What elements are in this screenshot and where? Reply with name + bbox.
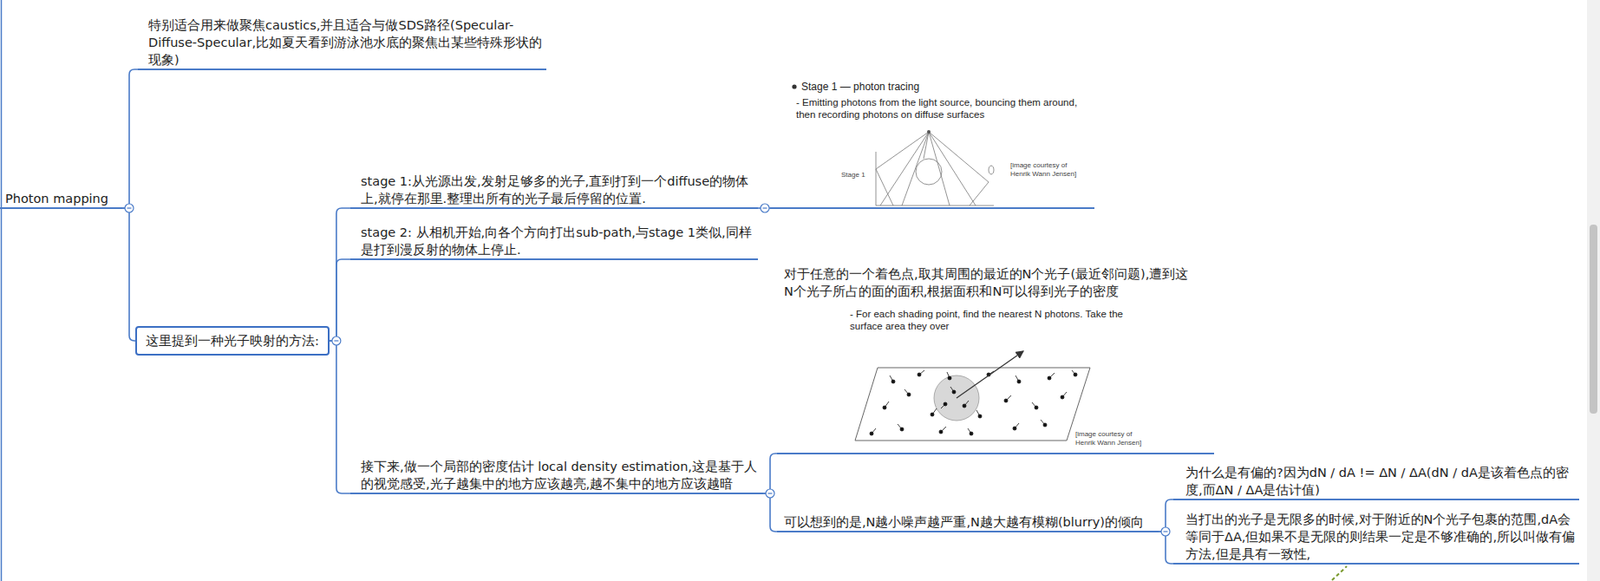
topic-text: 特别适合用来做聚焦caustics,并且适合与做SDS路径(Specular-D…: [148, 16, 547, 69]
photon-ray: [969, 182, 989, 206]
topic-text: 为什么是有偏的?因为dN / dA != ΔN / ΔA(dN / dA是该着色…: [1185, 463, 1580, 499]
branch-connector: [122, 208, 136, 341]
photon-ray: [875, 131, 929, 170]
photon-ray: [928, 131, 950, 206]
topic-node: 当打出的光子是无限多的时候,对于附近的N个光子包裹的范围,dA会等同于ΔA,但如…: [1173, 510, 1580, 565]
collapse-icon: [765, 489, 775, 498]
topic-text: 可以想到的是,N越小噪声越严重,N越大越有模糊(blurry)的倾向: [783, 513, 1159, 531]
normal-arrow: [956, 351, 1024, 399]
figure-text: Stage 1 — photon tracing: [801, 80, 1062, 94]
collapse-icon: [760, 203, 770, 213]
image-caption: Stage 1: [841, 170, 876, 180]
eye-symbol: [988, 165, 994, 175]
edge-line: [0, 0, 3, 581]
collapse-icon: [332, 336, 341, 346]
bullet-dot: [791, 84, 797, 89]
image-caption: [image courtesy of Henrik Wann Jensen]: [1010, 161, 1082, 179]
topic-text: stage 1:从光源出发,发射足够多的光子,直到打到一个diffuse的物体上…: [360, 172, 758, 208]
sphere: [915, 158, 942, 185]
photon-ray: [928, 131, 989, 183]
image-topic-node: Stage 1 — photon tracing - Emitting photo…: [770, 78, 1095, 209]
topic-text: stage 2: 从相机开始,向各个方向打出sub-path,与stage 1类…: [360, 223, 758, 259]
topic-node: 特别适合用来做聚焦caustics,并且适合与做SDS路径(Specular-D…: [137, 16, 547, 71]
relationship-line: [1332, 566, 1347, 581]
branch-connector: [763, 493, 778, 532]
surface-plane: [855, 367, 1091, 441]
photon-ray: [901, 131, 929, 206]
collapse-icon: [1161, 527, 1170, 536]
photon-dots: [869, 370, 1078, 436]
scrollbar-thumb: [1589, 224, 1598, 414]
topic-node: Photon mapping: [0, 189, 123, 209]
image-caption: [image courtesy of Henrik Wann Jensen]: [1075, 430, 1147, 448]
wall-line: [875, 151, 877, 206]
floor-line: [875, 205, 994, 207]
topic-text: 接下来,做一个局部的密度估计 local density estimation,…: [360, 457, 764, 493]
topic-node: 可以想到的是,N越小噪声越严重,N越大越有模糊(blurry)的倾向: [777, 513, 1159, 533]
topic-node: stage 2: 从相机开始,向各个方向打出sub-path,与stage 1类…: [350, 223, 758, 261]
branch-connector: [763, 453, 778, 494]
topic-node: stage 1:从光源出发,发射足够多的光子,直到打到一个diffuse的物体上…: [350, 172, 758, 209]
image-topic-node: 对于任意的一个着色点,取其周围的最近的N个光子(最近邻问题),遭到这N个光子所占…: [777, 260, 1215, 455]
branch-connector: [329, 259, 351, 341]
light-source: [927, 130, 931, 134]
scrollbar-track: [1586, 0, 1600, 581]
photon-ray: [880, 131, 929, 206]
figure-text: - For each shading point, find the neare…: [849, 307, 1150, 334]
topic-text: 当打出的光子是无限多的时候,对于附近的N个光子包裹的范围,dA会等同于ΔA,但如…: [1185, 510, 1580, 563]
topic-text: 对于任意的一个着色点,取其周围的最近的N个光子(最近邻问题),遭到这N个光子所占…: [783, 265, 1192, 301]
branch-connector: [329, 340, 351, 494]
topic-text: Photon mapping: [5, 189, 123, 208]
photon-ray: [928, 131, 976, 206]
topic-text: 这里提到一种光子映射的方法:: [145, 332, 320, 350]
photon-ray: [923, 131, 929, 159]
topic-node: 接下来,做一个局部的密度估计 local density estimation,…: [350, 457, 764, 495]
photon-ray: [875, 169, 894, 206]
topic-node: 为什么是有偏的?因为dN / dA != ΔN / ΔA(dN / dA是该着色…: [1173, 463, 1580, 501]
branch-connector: [122, 69, 138, 209]
collapse-icon: [124, 203, 134, 213]
central-topic-box: 这里提到一种光子映射的方法:: [135, 326, 330, 356]
branch-connector: [329, 208, 351, 341]
figure-text: - Emitting photons from the light source…: [796, 96, 1087, 122]
